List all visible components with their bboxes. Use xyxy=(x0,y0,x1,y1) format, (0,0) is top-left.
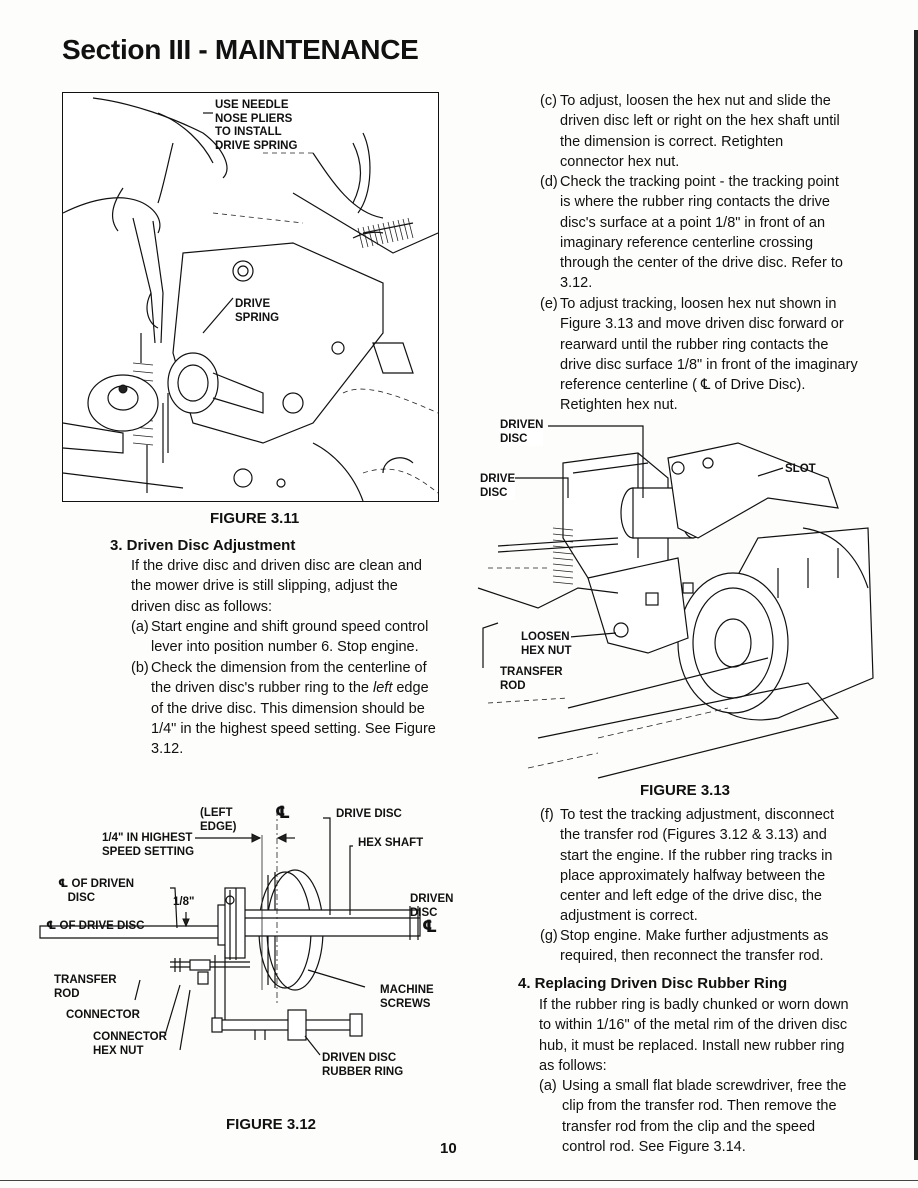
step-3-intro: If the drive disc and driven disc are cl… xyxy=(131,558,422,615)
page-number: 10 xyxy=(440,1140,457,1157)
step-3d: (d) Check the tracking point - the track… xyxy=(540,172,850,294)
figure-3-11: USE NEEDLE NOSE PLIERS TO INSTALL DRIVE … xyxy=(62,92,439,502)
fig311-instruction-label: USE NEEDLE NOSE PLIERS TO INSTALL DRIVE … xyxy=(215,99,298,152)
fig312-quarter-inch-label: 1/4" IN HIGHEST SPEED SETTING xyxy=(102,832,195,858)
figure-3-13: DRIVEN DISC DRIVE DISC SLOT LOOSEN HEX N… xyxy=(477,418,878,779)
step-3f-text: To test the tracking adjustment, disconn… xyxy=(560,807,835,925)
fig312-transfer-rod-label: TRANSFER ROD xyxy=(54,974,117,1000)
page-edge-shadow xyxy=(914,30,918,1160)
fig311-drive-spring-label: DRIVE SPRING xyxy=(235,298,280,325)
fig313-loosen-hex-nut-label: LOOSEN HEX NUT xyxy=(521,631,572,658)
fig312-left-edge-label: (LEFT EDGE) xyxy=(200,807,237,833)
step-3c-text: To adjust, loosen the hex nut and slide … xyxy=(560,93,840,170)
figure-3-13-caption: FIGURE 3.13 xyxy=(640,782,731,799)
step-4-intro: If the rubber ring is badly chunked or w… xyxy=(539,997,849,1074)
fig312-hex-shaft-label: HEX SHAFT xyxy=(358,837,424,849)
fig313-transfer-rod-label: TRANSFER ROD xyxy=(500,666,563,692)
step-3-title: 3. Driven Disc Adjustment xyxy=(110,537,296,554)
figure-3-11-drawing xyxy=(63,97,438,501)
page-title: Section III - MAINTENANCE xyxy=(62,34,419,65)
step-3e-text: To adjust tracking, loosen hex nut shown… xyxy=(560,296,858,414)
figure-3-13-drawing xyxy=(477,425,874,779)
figure-3-12: (LEFT EDGE) ℄ 1/4" IN HIGHEST SPEED SETT… xyxy=(39,790,460,1090)
step-3b-text: Check the dimension from the centerline … xyxy=(151,660,436,758)
fig312-centerline-symbol-right: ℄ xyxy=(422,917,438,936)
fig312-rubber-ring-label: DRIVEN DISC RUBBER RING xyxy=(322,1052,404,1078)
step-3d-text: Check the tracking point - the tracking … xyxy=(560,174,843,292)
fig312-connector-label: CONNECTOR xyxy=(66,1009,140,1021)
step-3f: (f) To test the tracking adjustment, dis… xyxy=(540,805,850,927)
fig312-centerline-symbol-top: ℄ xyxy=(275,803,291,822)
fig313-slot-label: SLOT xyxy=(785,463,816,475)
step-3a-label: (a) xyxy=(131,619,149,635)
step-3e: (e) To adjust tracking, loosen hex nut s… xyxy=(540,294,858,416)
fig312-cl-driven-disc-label: ℄ OF DRIVEN DISC xyxy=(58,878,135,904)
step-3c-label: (c) xyxy=(540,93,557,109)
step-3e-label: (e) xyxy=(540,296,558,312)
step-3f-label: (f) xyxy=(540,807,554,823)
figure-3-12-caption: FIGURE 3.12 xyxy=(226,1116,317,1133)
fig312-drive-disc-label: DRIVE DISC xyxy=(336,808,402,820)
step-3a: (a) Start engine and shift ground speed … xyxy=(131,617,441,658)
fig312-driven-disc-label: DRIVEN DISC xyxy=(410,893,454,919)
step-3b-label: (b) xyxy=(131,660,149,676)
figure-3-11-caption: FIGURE 3.11 xyxy=(210,510,300,527)
fig312-one-eighth-label: 1/8" xyxy=(173,896,195,908)
step-3c: (c) To adjust, loosen the hex nut and sl… xyxy=(540,91,850,172)
step-3g-label: (g) xyxy=(540,928,558,944)
step-3d-label: (d) xyxy=(540,174,558,190)
step-4a-label: (a) xyxy=(539,1078,557,1094)
step-3g-text: Stop engine. Make further adjustments as… xyxy=(560,928,829,965)
step-4a-text: Using a small flat blade screwdriver, fr… xyxy=(562,1078,847,1155)
figure-3-12-drawing xyxy=(39,810,421,1056)
step-4a: (a) Using a small flat blade screwdriver… xyxy=(539,1076,849,1157)
fig312-cl-drive-disc-label: ℄ OF DRIVE DISC xyxy=(46,920,145,932)
fig313-drive-disc-label: DRIVE DISC xyxy=(480,473,516,500)
step-3b: (b) Check the dimension from the centerl… xyxy=(131,658,441,759)
fig312-machine-screws-label: MACHINE SCREWS xyxy=(380,984,434,1010)
fig313-driven-disc-label: DRIVEN DISC xyxy=(500,419,544,446)
step-3a-text: Start engine and shift ground speed cont… xyxy=(151,619,429,656)
fig312-connector-hex-nut-label: CONNECTOR HEX NUT xyxy=(93,1031,167,1057)
step-4-title: 4. Replacing Driven Disc Rubber Ring xyxy=(518,975,788,992)
bottom-edge-line xyxy=(0,1180,918,1181)
step-3g: (g) Stop engine. Make further adjustment… xyxy=(540,926,850,967)
